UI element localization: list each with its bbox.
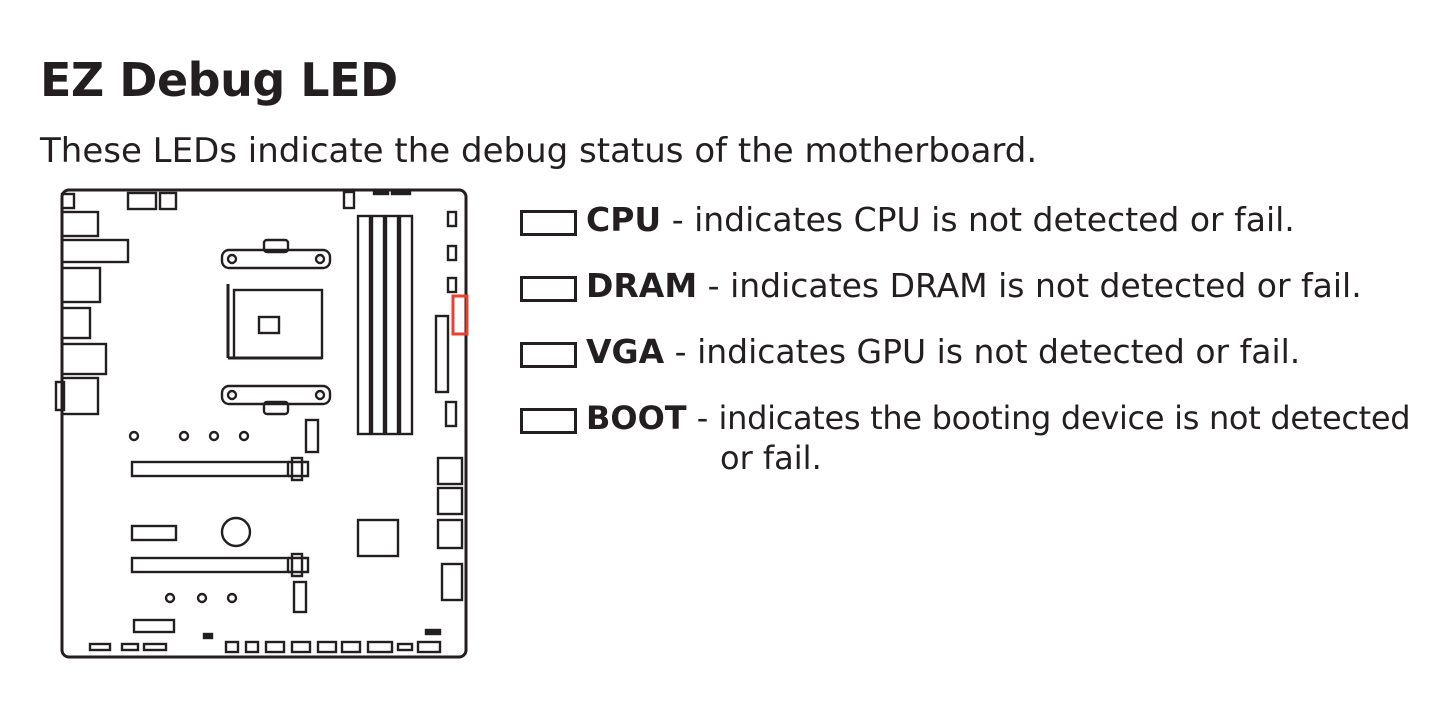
bottom-header (396, 642, 414, 652)
rear-io-port (60, 342, 108, 376)
rear-io-port (54, 380, 66, 412)
led-description-continued: or fail. (720, 439, 822, 477)
board-outline (60, 188, 468, 659)
vertical-header (292, 580, 308, 614)
right-connector (444, 400, 458, 428)
rear-io-port (60, 376, 100, 416)
right-connector (440, 562, 464, 602)
right-connector (436, 486, 464, 516)
pcie-slot (130, 460, 290, 478)
cpu-mount-top-bar (262, 238, 290, 254)
right-connector (436, 518, 464, 550)
led-name: CPU (586, 200, 662, 239)
atx-power-connector (434, 314, 450, 394)
cmos-battery (220, 516, 252, 548)
dimm-slot (398, 214, 414, 436)
page-title: EZ Debug LED (40, 53, 398, 107)
led-legend: CPU - indicates CPU is not detected or f… (518, 198, 1448, 502)
led-name: VGA (586, 332, 665, 371)
bottom-header (340, 640, 362, 654)
led-name: BOOT (586, 399, 687, 437)
bottom-header (264, 640, 286, 654)
led-separator: - (664, 332, 698, 371)
dimm-slot (370, 214, 386, 436)
debug-led-location (451, 294, 469, 336)
bottom-header (202, 632, 214, 640)
cpu-socket-center (257, 315, 281, 335)
led-indicator-icon (520, 342, 577, 368)
led-separator: - (661, 200, 695, 239)
bottom-header (142, 642, 168, 652)
bottom-header (88, 642, 112, 652)
cpu-mount-bottom (220, 384, 332, 406)
legend-item-boot: BOOT - indicates the booting device is n… (518, 396, 1448, 480)
bottom-header (416, 640, 442, 654)
bottom-header (424, 628, 442, 636)
led-indicator-icon (520, 408, 577, 434)
dimm-slot (356, 214, 372, 436)
m2-label-slot (130, 524, 178, 542)
bottom-header (316, 640, 338, 654)
rear-io-port (60, 210, 100, 238)
led-description: indicates CPU is not detected or fail. (694, 200, 1295, 239)
bottom-header (244, 640, 260, 654)
motherboard-diagram (50, 182, 480, 671)
top-connector (126, 191, 158, 211)
bottom-header (290, 640, 312, 654)
cpu-mount-top (220, 248, 332, 270)
top-connector (342, 190, 356, 210)
rear-io-port (60, 306, 92, 340)
legend-item-vga: VGA - indicates GPU is not detected or f… (518, 330, 1448, 374)
pcie-slot (130, 556, 290, 574)
top-connector (390, 188, 412, 196)
right-connector (436, 456, 464, 486)
right-connector (446, 244, 458, 262)
led-indicator-icon (520, 276, 577, 302)
right-connector (446, 210, 458, 228)
led-description: indicates DRAM is not detected or fail. (730, 266, 1362, 305)
rear-io-port (60, 266, 102, 304)
legend-item-cpu: CPU - indicates CPU is not detected or f… (518, 198, 1448, 242)
led-name: DRAM (586, 266, 698, 305)
legend-item-dram: DRAM - indicates DRAM is not detected or… (518, 264, 1448, 308)
chipset (356, 518, 400, 558)
right-connector (446, 276, 458, 294)
top-connector (60, 192, 76, 210)
cpu-mount-bottom-bar (262, 400, 290, 416)
led-description: indicates the booting device is not dete… (718, 399, 1411, 437)
top-connector (372, 188, 390, 196)
bottom-header (132, 618, 176, 634)
rear-io-port (60, 238, 130, 264)
dimm-slot (384, 214, 400, 436)
bottom-header (224, 640, 240, 654)
led-indicator-icon (520, 210, 577, 236)
intro-text: These LEDs indicate the debug status of … (40, 131, 1038, 171)
bottom-header (366, 640, 394, 654)
top-connector (158, 191, 178, 211)
led-separator: - (697, 266, 731, 305)
vertical-header (304, 418, 320, 454)
bottom-header (120, 642, 140, 652)
led-description: indicates GPU is not detected or fail. (697, 332, 1301, 371)
led-separator: - (686, 399, 719, 437)
